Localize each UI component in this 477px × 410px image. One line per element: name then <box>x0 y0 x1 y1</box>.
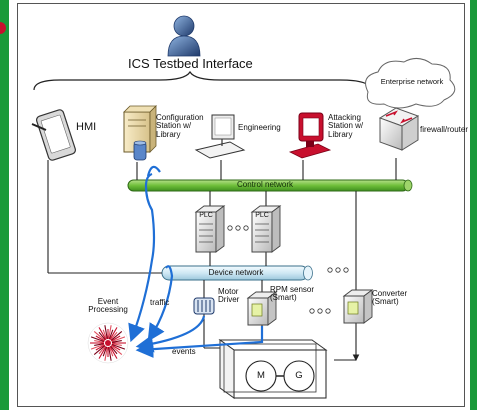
generator-label: G <box>295 370 303 381</box>
config-station-label-line-2: Station w/ <box>156 121 192 131</box>
right-border <box>470 0 477 410</box>
event-burst-ray <box>104 325 108 340</box>
control-network-label: Control network <box>236 180 294 189</box>
configuration-station-icon <box>123 105 157 161</box>
attacking-station-label: Attacking Station w/ Library <box>328 113 364 139</box>
motor-driver-label-line-2: Driver <box>218 295 240 305</box>
plc-2-icon <box>250 205 282 253</box>
interface-bracket <box>33 70 373 91</box>
plc-1-icon <box>194 205 226 253</box>
event-burst-ray <box>110 331 118 341</box>
event-burst-ray <box>108 346 112 361</box>
attacking-station-label-line-2: Station w/ <box>328 121 364 131</box>
control-network-bus <box>127 179 413 192</box>
event-burst-ray <box>111 340 122 343</box>
rpm-sensor-icon <box>246 291 278 326</box>
motor-driver-label-line-1: Motor <box>218 287 239 296</box>
converter-icon <box>342 289 374 324</box>
device-ellipsis <box>309 308 331 314</box>
event-burst-ray <box>110 345 123 355</box>
event-burst-ray <box>110 331 123 341</box>
traffic-label: traffic <box>150 298 170 307</box>
event-processing-label: Event Processing <box>84 297 132 315</box>
event-processing-icon <box>87 322 129 364</box>
hmi-tablet-icon <box>31 109 76 161</box>
engineering-label: Engineering <box>238 123 281 132</box>
attacking-station-label-line-1: Attacking <box>328 113 361 122</box>
event-burst-ray <box>111 344 121 351</box>
event-burst-ray <box>94 343 105 346</box>
event-burst-ray <box>104 346 108 361</box>
traffic-flow-arrows <box>128 165 264 358</box>
event-burst-ray <box>95 344 105 351</box>
event-burst-ray <box>111 335 121 342</box>
enterprise-network-cloud <box>365 58 456 109</box>
enterprise-network-label: Enterprise network <box>380 77 444 86</box>
rpm-sensor-label-line-2: (Smart) <box>270 293 297 303</box>
event-burst-ray <box>111 336 126 343</box>
motor-generator-unit <box>218 339 328 399</box>
user-icon <box>167 15 201 57</box>
event-burst-ray <box>110 345 118 355</box>
converter-label-line-2: (Smart) <box>372 297 399 307</box>
event-burst-ray <box>108 346 114 357</box>
motor-driver-label: Motor Driver <box>218 287 240 305</box>
left-border <box>0 0 9 410</box>
event-burst-ray <box>111 343 126 350</box>
left-border-red-mark <box>0 22 6 34</box>
engineering-workstation-icon <box>194 114 246 159</box>
event-processing-label-line-1: Event <box>97 297 119 306</box>
event-burst-ray <box>98 331 106 341</box>
event-burst-ray <box>93 331 106 341</box>
event-burst-ray <box>108 325 112 340</box>
firewall-router-icon <box>378 107 420 151</box>
event-burst-ray <box>93 345 106 355</box>
firewall-router-label: firewall/router <box>420 125 469 134</box>
event-burst-core <box>105 340 111 346</box>
event-burst-ray <box>111 343 122 346</box>
event-burst-ray <box>95 335 105 342</box>
device-network-bus <box>161 265 313 281</box>
rpm-sensor-label-line-1: RPM sensor <box>270 285 315 294</box>
converter-label-line-1: Converter <box>372 289 408 298</box>
attacking-station-icon <box>288 112 332 159</box>
plc-1-label: PLC <box>199 212 213 219</box>
event-burst-ray <box>108 329 114 340</box>
event-burst-ray <box>102 346 108 357</box>
event-burst-ray <box>90 336 105 343</box>
config-station-label: Configuration Station w/ Library <box>156 113 204 139</box>
event-burst-ray <box>98 346 107 359</box>
motor-label: M <box>257 370 265 381</box>
motor-driver-icon <box>193 297 215 315</box>
event-burst-ray <box>90 343 105 350</box>
event-burst-ray <box>109 327 118 340</box>
diagram-title: ICS Testbed Interface <box>128 56 253 71</box>
events-label: events <box>172 347 196 356</box>
event-burst-ray <box>98 345 106 355</box>
event-burst-ray <box>98 327 107 340</box>
device-network-label: Device network <box>208 268 264 277</box>
connection-lines <box>47 158 397 362</box>
event-burst-ray <box>102 329 108 340</box>
rpm-sensor-label: RPM sensor (Smart) <box>270 285 315 303</box>
plc-ellipsis <box>227 225 249 231</box>
network-ellipsis <box>327 267 349 273</box>
event-burst-ray <box>109 346 118 359</box>
event-processing-label-line-2: Processing <box>88 305 128 315</box>
attacking-station-label-line-3: Library <box>328 129 353 139</box>
event-burst-ray <box>94 340 105 343</box>
hmi-label: HMI <box>76 121 97 133</box>
plc-2-label: PLC <box>255 212 269 219</box>
config-station-label-line-3: Library <box>156 129 181 139</box>
config-station-label-line-1: Configuration <box>156 113 204 122</box>
converter-label: Converter (Smart) <box>372 289 408 307</box>
